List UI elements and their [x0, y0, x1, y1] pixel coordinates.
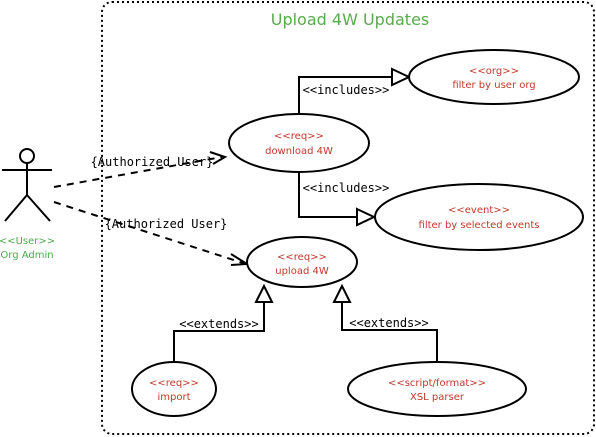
actor-org-admin: <<User>> Org Admin	[0, 148, 55, 261]
actor-left-leg	[4, 194, 28, 222]
relation-line	[173, 302, 265, 362]
association-label: {Authorized User}	[105, 217, 228, 231]
includes-event-relation: <<includes>>	[298, 172, 390, 227]
use-case-name: upload 4W	[275, 266, 329, 277]
use-case-name: filter by user org	[452, 80, 535, 91]
open-triangle-arrow	[254, 283, 274, 303]
actor-name: Org Admin	[0, 250, 53, 261]
open-triangle-arrow	[356, 207, 377, 227]
use-case-stereotype: <<req>>	[149, 378, 199, 389]
use-case-stereotype: <<req>>	[277, 252, 327, 263]
use-case-stereotype: <<org>>	[469, 66, 519, 77]
association-upload: {Authorized User}	[53, 201, 251, 266]
use-case-ellipse	[131, 361, 217, 417]
arrowhead	[209, 151, 228, 165]
use-case-ellipse	[246, 236, 358, 288]
use-case-download-4w: <<req>> download 4W	[228, 113, 370, 173]
use-case-name: XSL parser	[410, 392, 465, 403]
association-line	[53, 201, 247, 265]
use-case-stereotype: <<req>>	[274, 131, 324, 142]
association-download: {Authorized User}	[53, 151, 228, 188]
system-boundary	[101, 1, 595, 435]
use-case-name: filter by selected events	[419, 220, 540, 231]
open-triangle-arrow	[391, 67, 412, 87]
use-case-ellipse	[408, 49, 580, 105]
use-case-filter-by-user-org: <<org>> filter by user org	[408, 49, 580, 105]
use-case-name: download 4W	[265, 146, 333, 157]
extends-import-relation: <<extends>>	[173, 283, 274, 362]
relation-label: <<extends>>	[349, 316, 428, 330]
use-case-ellipse	[228, 113, 370, 173]
use-case-name: import	[157, 392, 190, 403]
use-case-ellipse	[347, 361, 527, 417]
use-case-upload-4w: <<req>> upload 4W	[246, 236, 358, 288]
extends-xsl-relation: <<extends>>	[332, 283, 438, 362]
association-line	[53, 156, 223, 188]
use-case-stereotype: <<script/format>>	[388, 378, 486, 389]
relation-label: <<includes>>	[303, 83, 390, 97]
use-case-xsl-parser: <<script/format>> XSL parser	[347, 361, 527, 417]
includes-org-relation: <<includes>>	[298, 67, 412, 115]
relation-label: <<includes>>	[303, 181, 390, 195]
association-label: {Authorized User}	[91, 155, 214, 169]
use-case-stereotype: <<event>>	[448, 205, 510, 216]
use-case-filter-by-selected-events: <<event>> filter by selected events	[374, 183, 584, 251]
use-case-ellipse	[374, 183, 584, 251]
use-case-import: <<req>> import	[131, 361, 217, 417]
relation-line	[298, 76, 392, 115]
open-triangle-arrow	[332, 283, 352, 303]
actor-right-leg	[26, 194, 51, 222]
diagram-title: Upload 4W Updates	[271, 10, 430, 29]
relation-line	[341, 302, 438, 362]
actor-head	[19, 148, 35, 164]
relation-label: <<extends>>	[179, 317, 258, 331]
relation-line	[298, 172, 357, 218]
actor-stereotype: <<User>>	[0, 236, 55, 247]
